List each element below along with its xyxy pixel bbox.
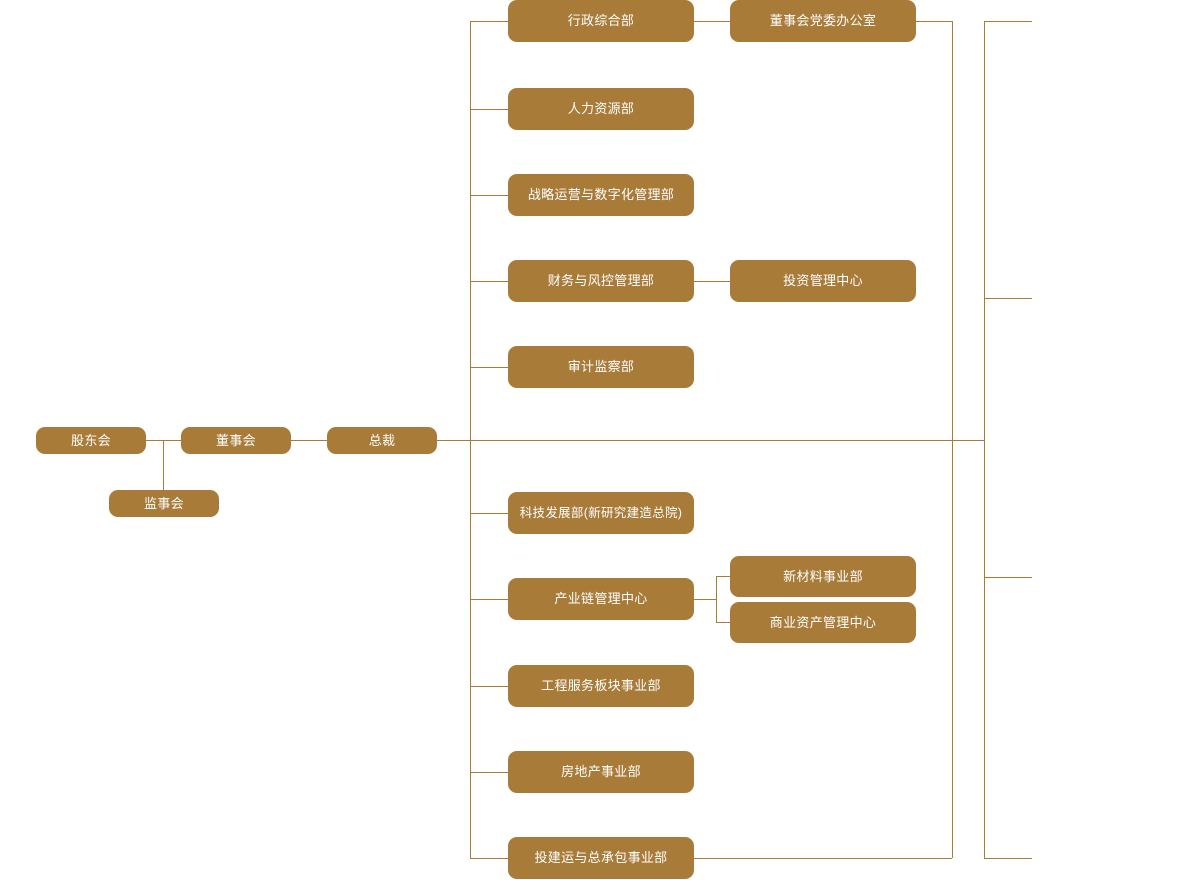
node-supervisors-label: 监事会	[144, 495, 184, 511]
node-board-label: 董事会	[216, 432, 256, 448]
node-department-3-label: 财务与风控管理部	[547, 273, 655, 289]
bracket-inner-top-stub	[916, 21, 952, 22]
node-department-0-label: 行政综合部	[567, 13, 635, 29]
connector-supervisors-vertical	[163, 440, 164, 490]
node-subsidiary-3-label: 商业资产管理中心	[769, 614, 877, 630]
bracket-outer-mid-upper-stub	[984, 298, 1032, 299]
stub-department-8	[470, 772, 508, 773]
node-department-8-label: 房地产事业部	[561, 764, 641, 780]
stub-department-5	[470, 513, 508, 514]
node-board[interactable]: 董事会	[181, 427, 291, 454]
node-department-8[interactable]: 房地产事业部	[508, 751, 694, 793]
connector-board-to-president	[291, 440, 327, 441]
node-subsidiary-1-label: 投资管理中心	[783, 273, 863, 289]
node-president[interactable]: 总裁	[327, 427, 437, 454]
node-department-5[interactable]: 科技发展部(新研究建造总院)	[508, 492, 694, 534]
stub-department-1	[470, 109, 508, 110]
connector-chain-bracket	[716, 576, 717, 622]
node-subsidiary-3[interactable]: 商业资产管理中心	[730, 602, 916, 643]
bracket-inner-bottom-stub	[694, 858, 952, 859]
node-department-1[interactable]: 人力资源部	[508, 88, 694, 130]
node-department-2-label: 战略运营与数字化管理部	[527, 187, 675, 203]
stub-department-3	[470, 281, 508, 282]
bracket-outer-mid-lower-stub	[984, 577, 1032, 578]
connector-chain-to-newmaterials	[716, 576, 730, 577]
stub-department-6	[470, 599, 508, 600]
node-department-2[interactable]: 战略运营与数字化管理部	[508, 174, 694, 216]
connector-admin-to-party-office	[694, 21, 730, 22]
bracket-inner-vertical	[952, 21, 953, 858]
department-spine	[470, 21, 471, 858]
node-subsidiary-0-label: 董事会党委办公室	[769, 13, 877, 29]
bracket-outer-top-stub	[984, 21, 1032, 22]
node-department-6-label: 产业链管理中心	[554, 591, 648, 607]
node-department-6[interactable]: 产业链管理中心	[508, 578, 694, 620]
bracket-outer-bottom-stub	[984, 858, 1032, 859]
stub-department-2	[470, 195, 508, 196]
stub-department-4	[470, 367, 508, 368]
node-department-5-label: 科技发展部(新研究建造总院)	[519, 505, 683, 520]
node-department-9-label: 投建运与总承包事业部	[534, 850, 668, 866]
connector-chain-to-commercial	[716, 622, 730, 623]
node-department-7[interactable]: 工程服务板块事业部	[508, 665, 694, 707]
node-department-9[interactable]: 投建运与总承包事业部	[508, 837, 694, 879]
connector-chain-stub	[694, 599, 716, 600]
node-department-4-label: 审计监察部	[567, 359, 635, 375]
node-department-4[interactable]: 审计监察部	[508, 346, 694, 388]
node-subsidiary-2-label: 新材料事业部	[783, 568, 863, 584]
node-shareholders[interactable]: 股东会	[36, 427, 146, 454]
node-department-1-label: 人力资源部	[567, 101, 635, 117]
node-president-label: 总裁	[368, 432, 396, 448]
node-subsidiary-1[interactable]: 投资管理中心	[730, 260, 916, 302]
node-shareholders-label: 股东会	[71, 432, 111, 448]
node-department-7-label: 工程服务板块事业部	[541, 678, 661, 694]
node-supervisors[interactable]: 监事会	[109, 490, 219, 517]
node-subsidiary-2[interactable]: 新材料事业部	[730, 556, 916, 597]
stub-department-9	[470, 858, 508, 859]
bracket-outer-vertical	[984, 21, 985, 858]
trunk-president-to-spine	[437, 440, 984, 441]
node-subsidiary-0[interactable]: 董事会党委办公室	[730, 0, 916, 42]
stub-department-0	[470, 21, 508, 22]
stub-department-7	[470, 686, 508, 687]
connector-finance-to-investment	[694, 281, 730, 282]
node-department-0[interactable]: 行政综合部	[508, 0, 694, 42]
node-department-3[interactable]: 财务与风控管理部	[508, 260, 694, 302]
